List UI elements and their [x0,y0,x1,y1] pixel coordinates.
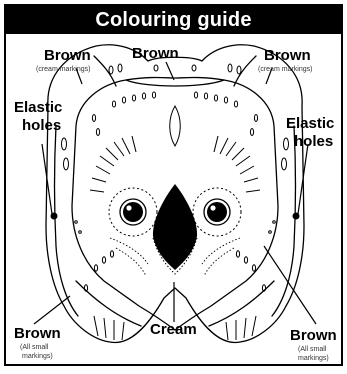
right-flap-line [209,281,274,326]
label-brown-top-right-note: (cream markings) [258,66,312,73]
brow-line [126,80,224,86]
label-brown-bottom-right: Brown [290,328,337,343]
beak [153,184,197,270]
colouring-guide-frame: Colouring guide [4,4,343,366]
label-cream-bottom: Cream [150,322,197,337]
label-brown-top-left-note: (cream markings) [36,66,90,73]
label-brown-bottom-left-note-2: markings) [22,353,53,360]
label-brown-bottom-right-note-1: (All small [298,346,326,353]
label-elastic-left-1: Elastic [14,100,62,115]
label-elastic-right-1: Elastic [286,116,334,131]
left-flap-line [76,281,141,326]
label-elastic-right-2: holes [294,134,333,149]
label-elastic-left-2: holes [22,118,61,133]
label-brown-bottom-left-note-1: (All small [20,344,48,351]
feather-strokes [90,136,260,192]
label-brown-bottom-left: Brown [14,326,61,341]
top-markings [62,64,289,170]
label-brown-top-left: Brown [44,48,91,63]
label-brown-top-center: Brown [132,46,179,61]
label-brown-top-right: Brown [264,48,311,63]
label-brown-bottom-right-note-2: markings) [298,355,329,362]
